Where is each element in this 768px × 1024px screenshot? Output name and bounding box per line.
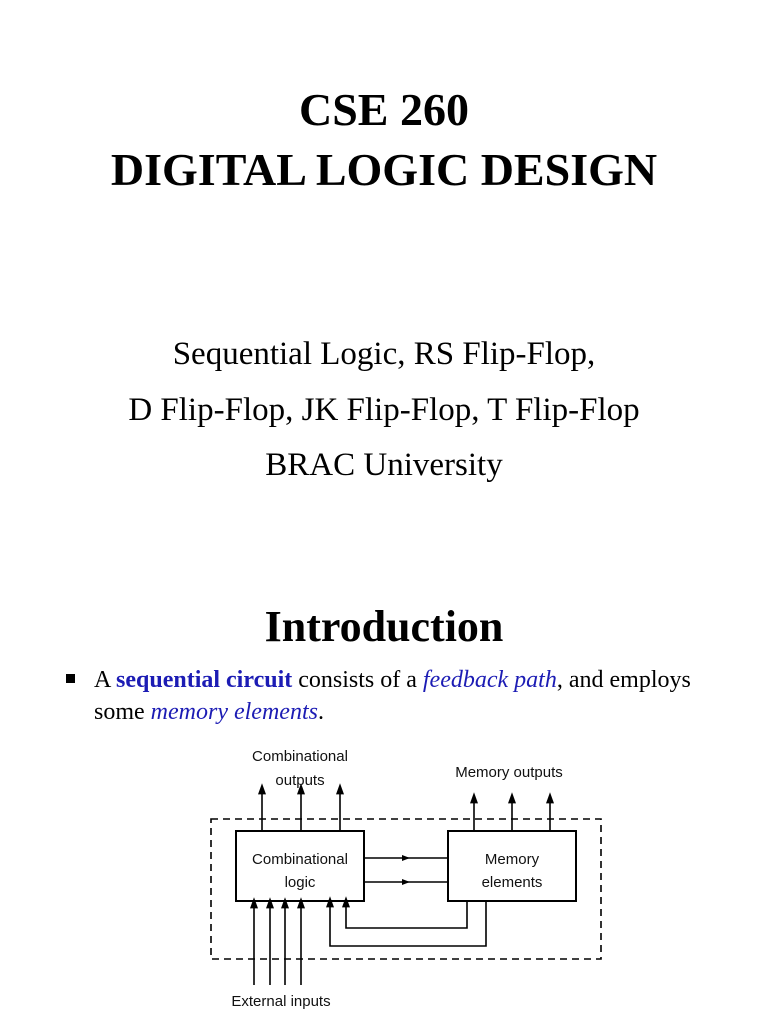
memory-elements-block xyxy=(447,830,577,902)
combinational-block-label-2: logic xyxy=(285,874,316,891)
square-bullet-icon xyxy=(66,674,75,683)
subtitle-line-2: D Flip-Flop, JK Flip-Flop, T Flip-Flop xyxy=(128,392,640,428)
bullet-text-part: consists of a xyxy=(292,667,423,693)
bullet-text-part: A xyxy=(94,667,117,693)
combinational-outputs-label-2: outputs xyxy=(275,772,324,789)
sequential-circuit-diagram: Combinational logic Memory elements Comb… xyxy=(210,748,602,1010)
memory-block-label-2: elements xyxy=(482,874,543,891)
course-name: DIGITAL LOGIC DESIGN xyxy=(110,144,658,195)
comb-to-memory-arrows xyxy=(364,855,448,885)
intro-slide: Introduction A sequential circuit consis… xyxy=(0,512,768,1024)
combinational-output-arrows xyxy=(258,783,344,831)
external-input-arrows xyxy=(250,897,305,985)
intro-heading: Introduction xyxy=(264,602,504,651)
combinational-outputs-label-1: Combinational xyxy=(252,748,348,765)
subtitle-line-1: Sequential Logic, RS Flip-Flop, xyxy=(172,336,596,372)
memory-outputs-label: Memory outputs xyxy=(455,764,563,781)
feedback-path-arrows xyxy=(326,896,487,947)
bullet-text-part: , and employs some xyxy=(94,667,691,725)
term-memory-elements: memory elements xyxy=(150,699,318,725)
subtitle-line-3: BRAC University xyxy=(265,447,503,483)
bullet-text: A sequential circuit consists of a feedb… xyxy=(94,664,706,728)
course-code: CSE 260 xyxy=(299,84,469,135)
term-feedback-path: feedback path xyxy=(422,667,557,693)
external-inputs-label: External inputs xyxy=(231,993,330,1010)
bullet-text-part: . xyxy=(317,699,324,725)
dashed-boundary xyxy=(210,818,602,960)
memory-output-arrows xyxy=(470,792,554,831)
memory-block-label-1: Memory xyxy=(485,851,540,868)
bullet-item: A sequential circuit consists of a feedb… xyxy=(66,664,706,728)
term-sequential-circuit: sequential circuit xyxy=(116,667,293,693)
title-slide: CSE 260 DIGITAL LOGIC DESIGN Sequential … xyxy=(110,84,658,483)
combinational-block-label-1: Combinational xyxy=(252,851,348,868)
